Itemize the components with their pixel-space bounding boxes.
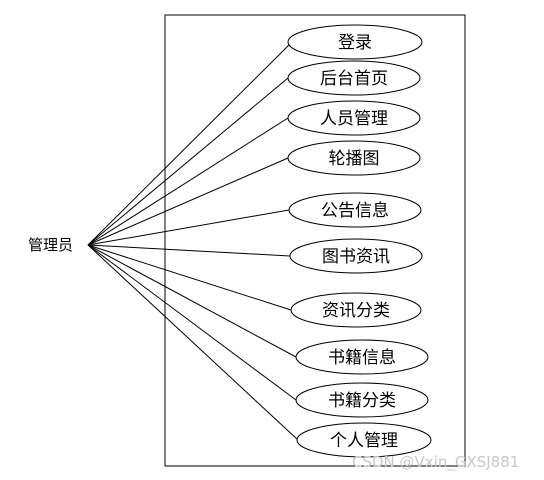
association-line-book-info	[87, 244, 297, 358]
use-case-login[interactable]: 登录	[287, 24, 423, 60]
association-line-news-category	[87, 244, 292, 311]
use-case-news-category[interactable]: 资讯分类	[290, 292, 422, 328]
use-case-label: 书籍分类	[328, 391, 396, 411]
use-case-label: 后台首页	[320, 69, 388, 89]
actor-label: 管理员	[28, 236, 73, 254]
association-line-book-news	[87, 244, 291, 257]
use-case-label: 公告信息	[321, 201, 389, 221]
use-case-book-category[interactable]: 书籍分类	[295, 382, 429, 418]
use-case-ellipse	[288, 192, 422, 228]
association-line-user-management	[87, 117, 289, 246]
use-case-announcement[interactable]: 公告信息	[288, 192, 422, 228]
use-case-personal-management[interactable]: 个人管理	[296, 422, 432, 458]
use-case-ellipse	[290, 292, 422, 328]
use-case-book-news[interactable]: 图书资讯	[289, 238, 423, 274]
use-case-label: 书籍信息	[328, 348, 396, 368]
use-case-ellipse	[287, 100, 421, 136]
use-case-carousel[interactable]: 轮播图	[287, 140, 421, 176]
use-case-ellipse	[287, 140, 421, 176]
use-case-ellipse	[289, 238, 423, 274]
use-case-label: 轮播图	[329, 149, 380, 169]
use-case-label: 图书资讯	[322, 247, 390, 267]
use-case-ellipse	[296, 422, 432, 458]
use-case-book-info[interactable]: 书籍信息	[295, 339, 429, 375]
use-case-ellipse	[295, 382, 429, 418]
association-lines	[87, 41, 299, 441]
use-case-user-management[interactable]: 人员管理	[287, 100, 421, 136]
association-line-personal-management	[87, 244, 299, 441]
use-case-label: 个人管理	[330, 431, 398, 451]
association-line-login	[87, 41, 293, 246]
use-case-label: 资讯分类	[322, 301, 390, 321]
use-case-ellipse	[287, 60, 421, 96]
use-case-label: 登录	[338, 33, 372, 53]
association-line-carousel	[87, 157, 289, 246]
association-line-dashboard	[87, 77, 289, 246]
use-case-dashboard[interactable]: 后台首页	[287, 60, 421, 96]
association-line-book-category	[87, 244, 297, 401]
watermark: CSDN @Vxin_GXSJ881	[352, 453, 519, 472]
use-case-label: 人员管理	[320, 109, 388, 129]
use-case-ellipse	[287, 24, 423, 60]
use-case-ellipse	[295, 339, 429, 375]
association-line-announcement	[87, 209, 290, 246]
